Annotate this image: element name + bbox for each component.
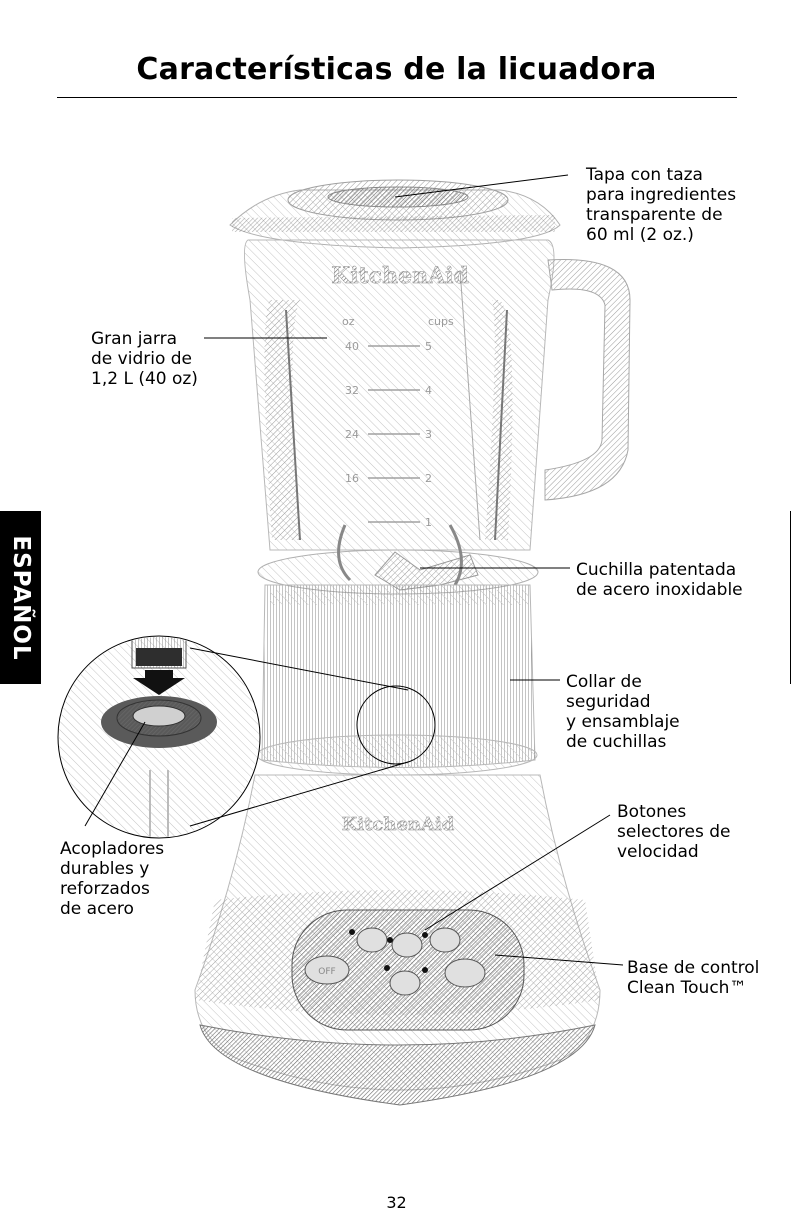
label-blade: Cuchilla patentada de acero inoxidable [576, 560, 743, 600]
indicator-light [422, 932, 428, 938]
off-button[interactable] [304, 955, 350, 985]
label-base: Base de control Clean Touch™ [627, 958, 760, 998]
callout-line-lid [394, 174, 569, 198]
blade-assembly [257, 524, 539, 595]
page-number: 32 [386, 1193, 407, 1212]
scale-header-cups: cups [428, 315, 454, 328]
jar-brand-text: KitchenAid [331, 263, 469, 289]
coupler-detail-circle [356, 685, 436, 765]
label-couplers: Acopladores durables y reforzados de ace… [60, 839, 165, 919]
lid [229, 179, 561, 249]
scale-oz-value: 32 [345, 384, 359, 397]
jar-measurement-scale: oz cups 40 5 32 4 24 3 16 2 1 [342, 315, 454, 529]
pulse-button[interactable] [444, 958, 486, 988]
scale-cups-value: 5 [425, 340, 432, 353]
blender-base: KitchenAid OFF [194, 774, 601, 1106]
speed-buttons: OFF [304, 927, 486, 996]
scale-cups-value: 1 [425, 516, 432, 529]
label-collar: Collar de seguridad y ensamblaje de cuch… [566, 672, 680, 752]
callout-line-couplers [84, 721, 146, 827]
indicator-light [384, 965, 390, 971]
off-button-label: OFF [318, 967, 335, 977]
callout-line-inset-bottom [189, 761, 409, 827]
scale-cups-value: 4 [425, 384, 432, 397]
down-arrow-icon [133, 670, 185, 695]
speed-button-1[interactable] [356, 927, 388, 953]
page-title: Características de la licuadora [136, 52, 657, 87]
indicator-light [422, 967, 428, 973]
callout-line-buttons [424, 814, 611, 931]
scale-oz-value: 24 [345, 428, 359, 441]
speed-button-2[interactable] [391, 932, 423, 958]
scale-cups-value: 2 [425, 472, 432, 485]
coupler-inset [57, 635, 261, 839]
callout-line-inset-top [189, 647, 409, 691]
control-panel [291, 909, 525, 1031]
glass-jar: KitchenAid oz cups 40 5 32 4 24 3 16 2 1 [244, 239, 631, 551]
scale-oz-value: 16 [345, 472, 359, 485]
speed-button-3[interactable] [429, 927, 461, 953]
label-buttons: Botones selectores de velocidad [617, 802, 731, 862]
safety-collar [256, 584, 538, 776]
indicator-light [387, 937, 393, 943]
language-tab: ESPAÑOL [0, 511, 41, 684]
scale-header-oz: oz [342, 315, 355, 328]
speed-button-4[interactable] [389, 970, 421, 996]
callout-line-base [494, 954, 624, 966]
title-divider [57, 97, 737, 98]
label-lid: Tapa con taza para ingredientes transpar… [586, 165, 737, 245]
scale-cups-value: 3 [425, 428, 432, 441]
indicator-light [349, 929, 355, 935]
callout-lines [84, 174, 624, 966]
right-edge-marker [790, 511, 791, 684]
base-brand-text: KitchenAid [342, 814, 455, 835]
scale-oz-value: 40 [345, 340, 359, 353]
label-jar: Gran jarra de vidrio de 1,2 L (40 oz) [91, 329, 198, 389]
